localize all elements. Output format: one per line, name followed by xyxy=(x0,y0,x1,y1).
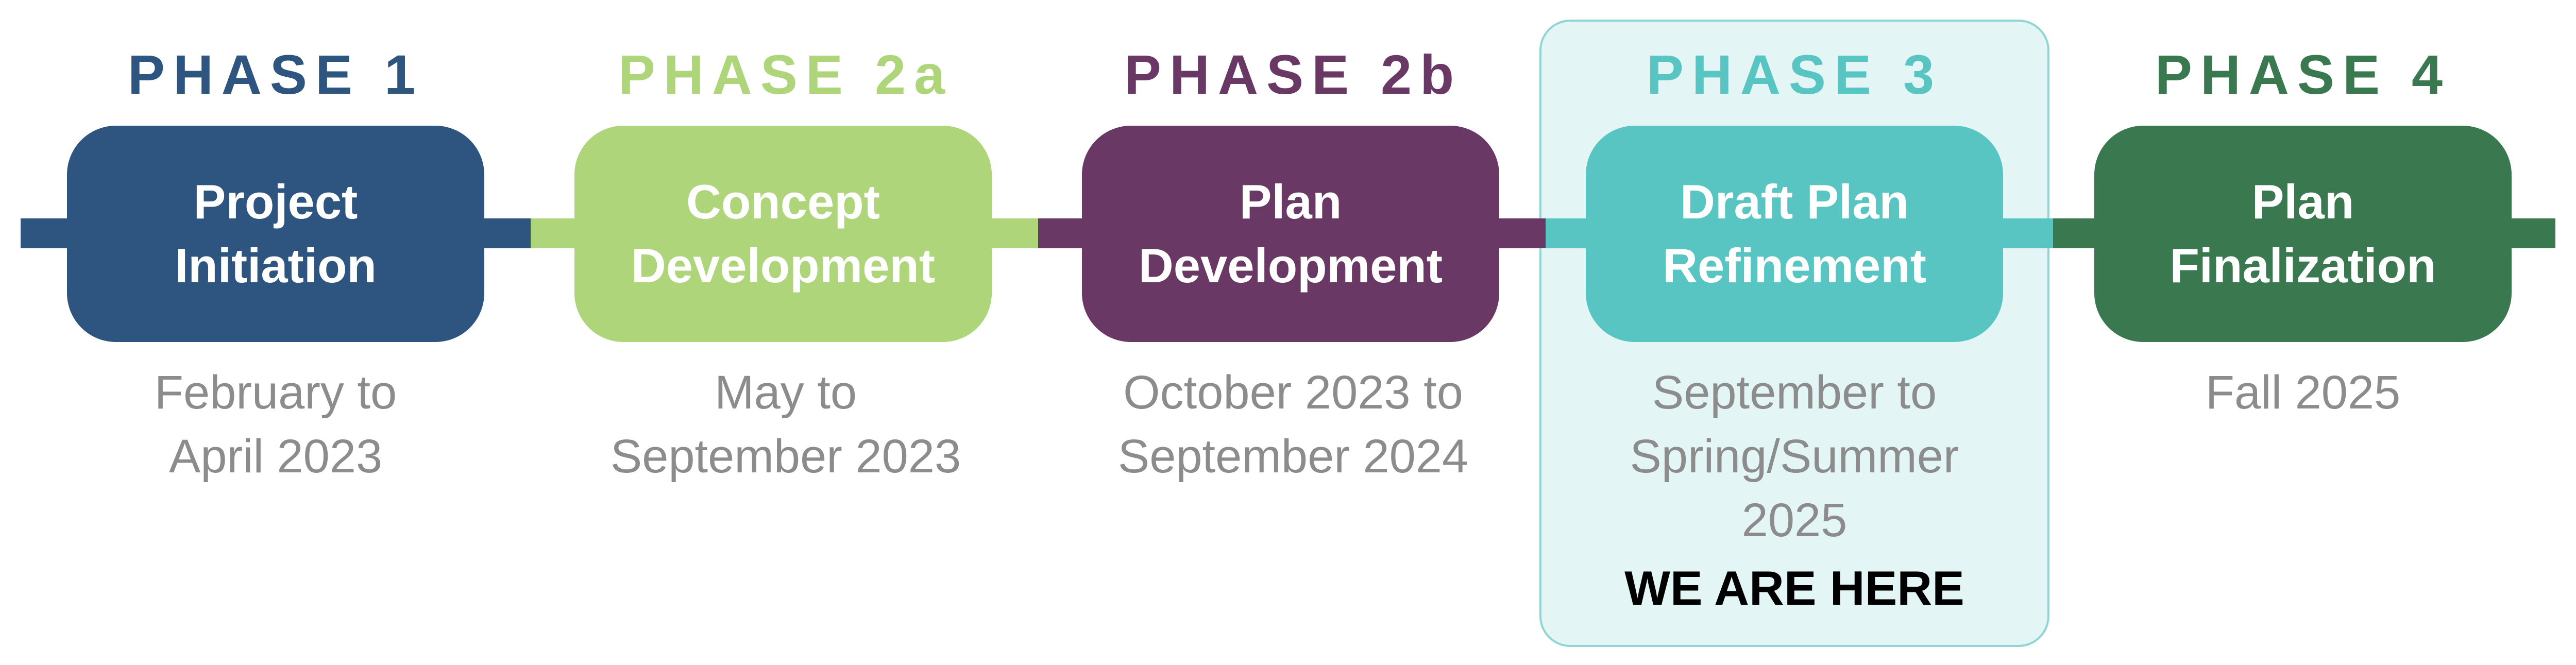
phase-3-box-label: Draft Plan Refinement xyxy=(1663,175,1926,293)
phase-3-box: Draft Plan Refinement xyxy=(1586,126,2003,342)
phase-2b-box-label: Plan Development xyxy=(1138,175,1443,293)
phase-4-box: Plan Finalization xyxy=(2094,126,2512,342)
phase-4-dates: Fall 2025 xyxy=(2205,366,2401,419)
phase-1-title: PHASE 1 xyxy=(127,43,424,106)
phase-1-box: Project Initiation xyxy=(67,126,484,342)
phase-2a-dates: May to September 2023 xyxy=(610,366,961,483)
phase-3-title: PHASE 3 xyxy=(1646,43,1943,106)
we-are-here-label: WE ARE HERE xyxy=(1624,561,1964,615)
phase-2a-title: PHASE 2a xyxy=(618,43,954,106)
phase-2b-title: PHASE 2b xyxy=(1124,43,1463,106)
phase-2b-box: Plan Development xyxy=(1082,126,1499,342)
phase-1-dates: February to April 2023 xyxy=(154,366,397,483)
phase-4-box-label: Plan Finalization xyxy=(2170,175,2436,293)
phase-2a-box: Concept Development xyxy=(574,126,992,342)
phase-4-title: PHASE 4 xyxy=(2155,43,2451,106)
phase-3-dates: September to Spring/Summer 2025 xyxy=(1630,366,1959,547)
phase-1-box-label: Project Initiation xyxy=(175,175,377,293)
phase-2b-dates: October 2023 to September 2024 xyxy=(1117,366,1469,483)
phase-2a-box-label: Concept Development xyxy=(631,175,936,293)
